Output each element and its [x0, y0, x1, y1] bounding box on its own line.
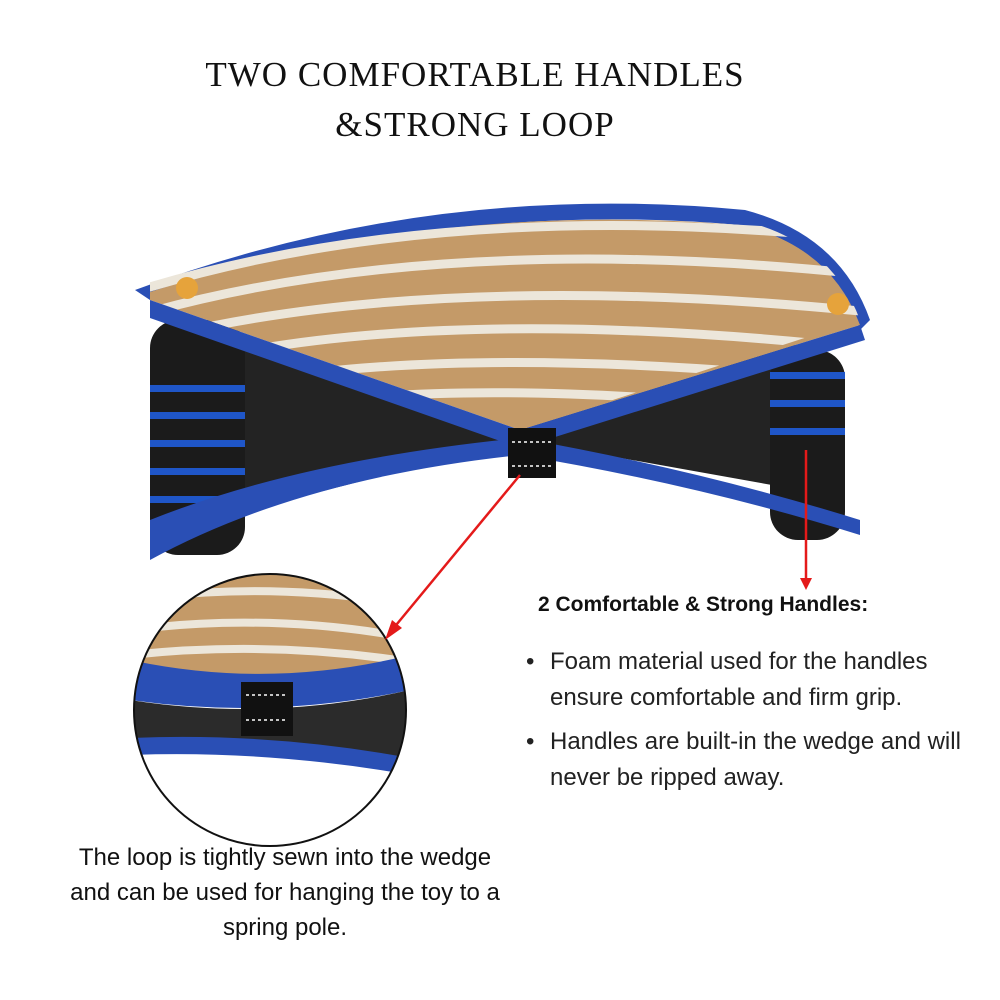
rivet-right	[827, 293, 849, 315]
title-line-1: TWO COMFORTABLE HANDLES	[205, 55, 745, 94]
handles-heading: 2 Comfortable & Strong Handles:	[538, 593, 869, 616]
list-item: • Handles are built-in the wedge and wil…	[524, 724, 994, 796]
arrow-to-loop	[385, 474, 521, 640]
right-handle	[770, 350, 845, 540]
jute-top-surface	[150, 219, 860, 430]
bullet-dot-icon: •	[526, 728, 535, 755]
bullet-text: Handles are built-in the wedge and will …	[550, 728, 961, 791]
title-line-2: &STRONG LOOP	[335, 105, 615, 144]
wedge-bottom-border	[150, 438, 860, 560]
handles-bullet-list: • Foam material used for the handles ens…	[524, 644, 994, 804]
bullet-dot-icon: •	[526, 648, 535, 675]
loop-zoom-detail	[133, 573, 407, 847]
bullet-text: Foam material used for the handles ensur…	[550, 648, 928, 711]
rivet-left	[176, 277, 198, 299]
arrow-to-handle	[800, 450, 812, 590]
loop-caption: The loop is tightly sewn into the wedge …	[70, 844, 500, 941]
wedge-front-edge	[150, 300, 865, 448]
list-item: • Foam material used for the handles ens…	[524, 644, 994, 716]
loop-strap	[508, 428, 556, 478]
page-title: TWO COMFORTABLE HANDLES &STRONG LOOP	[0, 50, 950, 150]
